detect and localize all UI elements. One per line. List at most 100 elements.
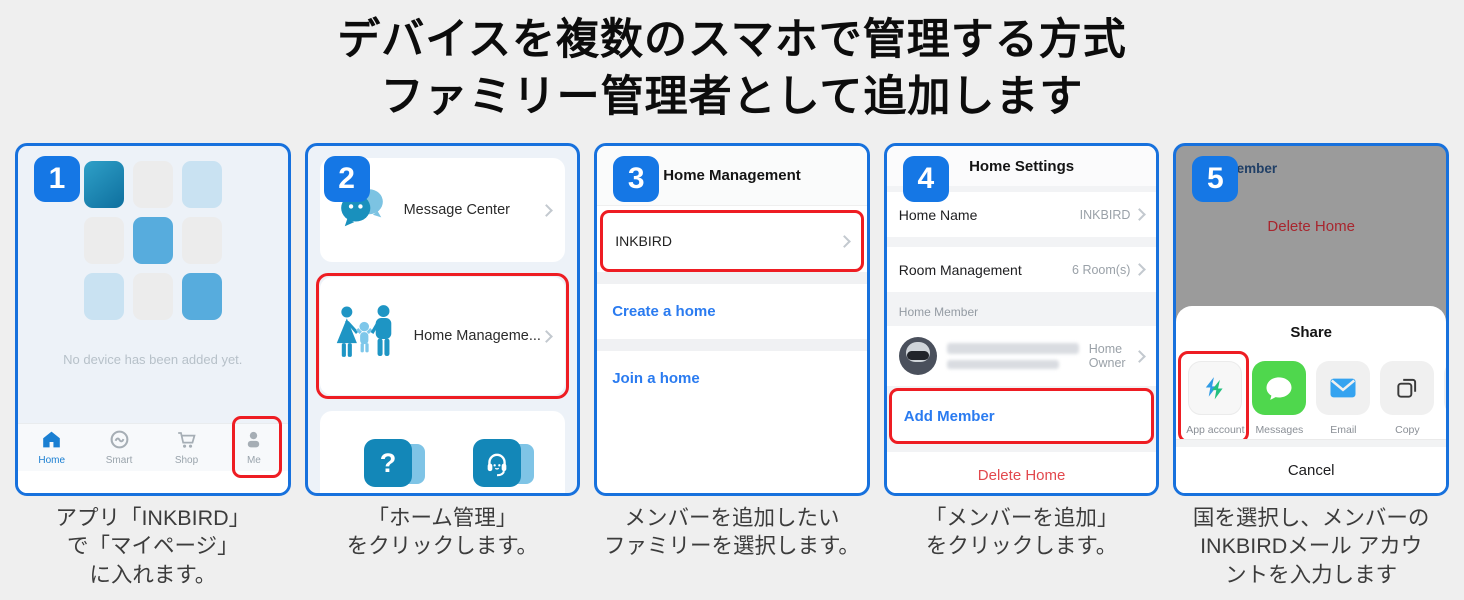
home-list-item-inkbird[interactable]: INKBIRD [600, 210, 864, 272]
share-option-label: App account [1186, 424, 1245, 436]
device-grid-illustration [18, 161, 288, 320]
grid-tile [132, 161, 173, 208]
share-options-row: App account Messages [1176, 351, 1446, 443]
room-management-row[interactable]: Room Management 6 Room(s) [886, 247, 1157, 292]
support-icon [472, 439, 521, 487]
family-icon [334, 303, 400, 370]
chevron-right-icon [1133, 263, 1147, 276]
step-badge-2: 2 [323, 156, 370, 202]
chevron-right-icon [540, 329, 554, 343]
divider [597, 272, 867, 284]
share-option-label: Email [1330, 424, 1357, 436]
nav-tab-shop[interactable]: Shop [153, 424, 220, 471]
messages-icon [1252, 361, 1307, 415]
delete-home-button[interactable]: Delete Home [886, 452, 1157, 493]
email-icon [1316, 361, 1371, 415]
row-value: 6 Room(s) [1072, 262, 1131, 277]
grid-tile [132, 217, 173, 264]
nav-tab-me[interactable]: Me [220, 424, 287, 471]
me-icon [243, 429, 264, 453]
smart-icon [109, 429, 130, 453]
shop-icon [176, 429, 197, 453]
step-badge-1: 1 [34, 156, 80, 202]
share-option-messages[interactable]: Messages [1250, 361, 1308, 436]
dimmed-delete-home-text: Delete Home [1267, 218, 1355, 235]
bottom-nav: Home Smart Shop [18, 416, 288, 493]
app-account-icon [1188, 361, 1243, 415]
avatar [898, 337, 937, 375]
share-option-label: Copy [1395, 424, 1420, 436]
title-line-1: デバイスを複数のスマホで管理する方式 [337, 16, 1127, 64]
share-sheet-title: Share [1290, 324, 1333, 341]
share-option-app-account[interactable]: App account [1186, 361, 1245, 436]
home-management-card[interactable]: Home Manageme... [315, 273, 570, 399]
step-badge-3: 3 [613, 156, 660, 202]
step-caption-4: 「メンバーを追加」 をクリックします。 [924, 506, 1119, 559]
step-badge-4: 4 [902, 156, 949, 202]
empty-state-text: No device has been added yet. [63, 352, 243, 367]
nav-tab-label: Home [38, 455, 66, 466]
grid-tile [132, 273, 173, 320]
share-option-partial[interactable] [1442, 361, 1446, 436]
grid-tile [181, 217, 222, 264]
divider [1176, 439, 1446, 447]
divider [887, 237, 1157, 247]
grid-tile [181, 273, 222, 320]
phone-screen-me-page: 2 Message Center [304, 143, 581, 496]
step-caption-1: アプリ「INKBIRD」 で「マイページ」 に入れます。 [55, 506, 251, 587]
chevron-right-icon [837, 234, 851, 248]
step-caption-5: 国を選択し、メンバーの INKBIRDメール アカウ ントを入力します [1192, 506, 1430, 587]
member-name-redacted [946, 343, 1079, 369]
support-button[interactable] [472, 439, 534, 487]
home-name-label: INKBIRD [615, 233, 672, 249]
nav-tab-label: Me [246, 455, 261, 466]
step-2: 2 Message Center [304, 143, 581, 589]
chevron-right-icon [1133, 208, 1147, 221]
page-title: デバイスを複数のスマホで管理する方式 ファミリー管理者として追加します [0, 0, 1464, 143]
share-option-icon [1444, 361, 1446, 415]
grid-tile [83, 273, 124, 320]
step-1: 1 No device has been added yet. [15, 143, 291, 589]
join-home-link[interactable]: Join a home [597, 351, 867, 406]
steps-row: 1 No device has been added yet. [0, 143, 1464, 589]
step-5: 5 Add Member Delete Home Share App accou [1173, 143, 1449, 589]
create-home-link[interactable]: Create a home [597, 284, 867, 339]
highlight-box-me [231, 416, 282, 478]
home-member-section-label: Home Member [898, 305, 979, 319]
member-role-label: Home Owner [1088, 342, 1126, 370]
help-support-card [319, 411, 566, 493]
nav-tab-label: Shop [174, 455, 199, 466]
phone-screen-home-settings: 4 Home Settings Home Name INKBIRD Room M… [883, 143, 1160, 496]
faq-button[interactable] [363, 439, 425, 487]
share-option-email[interactable]: Email [1314, 361, 1372, 436]
phone-screen-share-sheet: 5 Add Member Delete Home Share App accou [1173, 143, 1449, 496]
phone-screen-home: 1 No device has been added yet. [15, 143, 291, 496]
step-badge-5: 5 [1192, 156, 1239, 202]
grid-tile [83, 217, 124, 264]
chevron-right-icon [1133, 349, 1147, 363]
nav-tab-label: Smart [105, 455, 133, 466]
share-sheet: Share App account [1176, 306, 1446, 493]
share-option-copy[interactable]: Copy [1378, 361, 1436, 436]
help-icon [363, 439, 412, 487]
row-value: INKBIRD [1079, 207, 1131, 222]
member-row[interactable]: Home Owner [886, 326, 1157, 386]
row-label: Room Management [898, 261, 1022, 278]
cancel-button[interactable]: Cancel [1176, 447, 1446, 493]
message-center-label: Message Center [403, 202, 510, 218]
chevron-right-icon [540, 203, 554, 217]
divider [597, 339, 867, 351]
home-management-label: Home Manageme... [413, 328, 541, 344]
copy-icon [1380, 361, 1435, 415]
row-label: Home Name [898, 206, 978, 223]
grid-tile [181, 161, 222, 208]
home-icon [41, 429, 62, 453]
step-4: 4 Home Settings Home Name INKBIRD Room M… [883, 143, 1160, 589]
divider [887, 444, 1157, 452]
step-caption-3: メンバーを追加したい ファミリーを選択します。 [604, 506, 860, 559]
nav-tab-home[interactable]: Home [18, 424, 85, 471]
nav-tab-smart[interactable]: Smart [85, 424, 152, 471]
share-option-label: Messages [1255, 424, 1304, 436]
add-member-button[interactable]: Add Member [888, 388, 1155, 444]
step-caption-2: 「ホーム管理」 をクリックします。 [346, 506, 539, 559]
